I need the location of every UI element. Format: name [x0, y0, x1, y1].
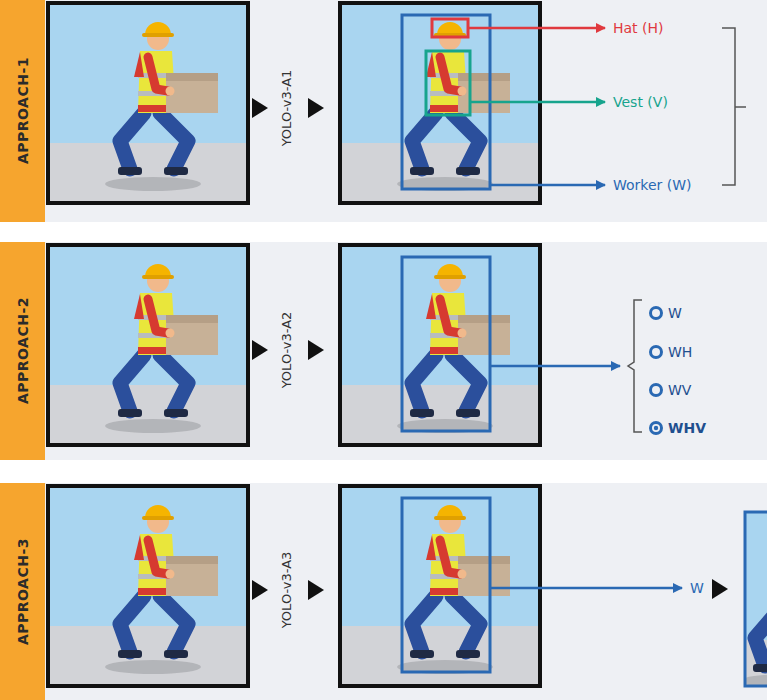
leader-arrow	[490, 365, 620, 368]
cropped-worker-image	[683, 500, 767, 700]
worker-bounding-box	[402, 498, 490, 672]
flow-triangles	[308, 580, 324, 600]
output-image	[340, 486, 540, 686]
vest-bounding-box	[426, 51, 470, 115]
hat-bounding-box	[432, 19, 468, 37]
worker-bounding-box	[402, 257, 490, 431]
radio-buttons	[651, 385, 662, 396]
flow-triangles	[252, 340, 268, 360]
input-image	[48, 3, 248, 203]
flow-triangles	[308, 340, 324, 360]
flow-triangles	[252, 98, 268, 118]
model-name: YOLO-v3-A2	[278, 312, 296, 389]
leader-arrow	[490, 587, 682, 590]
cropped-worker-image	[683, 500, 767, 700]
leader-arrows	[470, 101, 605, 104]
input-image	[48, 3, 248, 203]
input-image	[48, 245, 248, 445]
leader-arrows	[468, 28, 605, 185]
model-name: YOLO-v3-A1	[278, 70, 296, 147]
option-label: WHV	[668, 419, 706, 437]
option-label: WV	[668, 381, 691, 399]
input-image	[48, 245, 248, 445]
cropped-worker-image	[683, 500, 767, 700]
row-panels	[0, 242, 767, 460]
approach-title: APPROACH-2	[15, 297, 31, 404]
flow-triangles	[308, 98, 324, 118]
model-name: YOLO-v3-A3	[278, 552, 296, 629]
output-image	[340, 245, 540, 445]
class-label: Hat (H)	[613, 19, 664, 37]
group-bracket	[722, 28, 746, 185]
option-label: WH	[668, 343, 692, 361]
option-brace	[628, 300, 642, 432]
radio-buttons	[654, 426, 658, 430]
radio-buttons	[651, 347, 662, 358]
class-label: Worker (W)	[613, 176, 692, 194]
leader-arrows	[468, 27, 605, 30]
input-image	[48, 245, 248, 445]
output-image	[340, 486, 540, 686]
input-image	[48, 486, 248, 686]
input-image	[48, 486, 248, 686]
approach-title: APPROACH-3	[15, 538, 31, 645]
class-label: W	[690, 579, 704, 597]
output-image	[340, 245, 540, 445]
approach-title: APPROACH-1	[15, 57, 31, 164]
radio-buttons	[651, 308, 662, 434]
approach-band: APPROACH-2	[0, 242, 45, 460]
input-image	[48, 486, 248, 686]
flow-triangles	[252, 580, 268, 600]
row-panels	[0, 0, 767, 222]
approach-band: APPROACH-1	[0, 0, 45, 222]
leader-arrows	[490, 184, 605, 187]
flow-triangles	[712, 579, 728, 599]
row-panels	[0, 483, 767, 700]
cropped-worker-image	[745, 512, 767, 686]
output-image	[340, 245, 540, 445]
output-image	[340, 486, 540, 686]
input-image	[48, 3, 248, 203]
radio-buttons	[651, 308, 662, 319]
radio-buttons	[651, 423, 662, 434]
flow-triangles	[252, 579, 728, 600]
approach-band: APPROACH-3	[0, 483, 45, 700]
option-label: W	[668, 304, 682, 322]
class-label: Vest (V)	[613, 93, 668, 111]
